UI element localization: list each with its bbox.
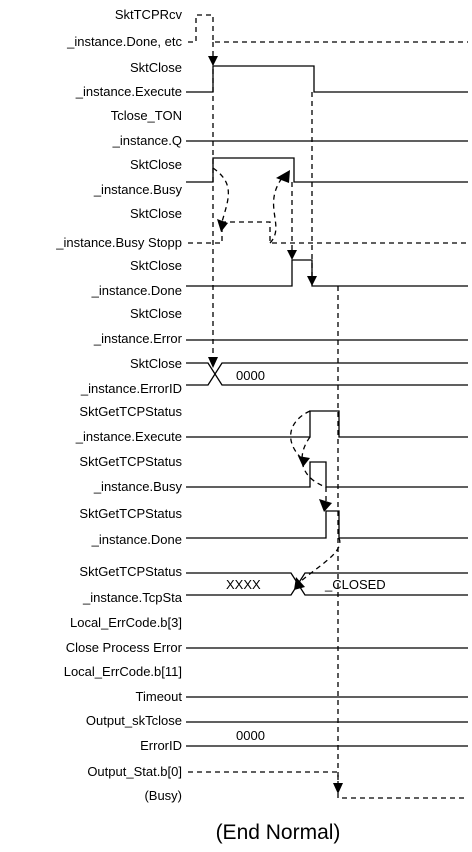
- arrow-head-errorid: [208, 357, 218, 368]
- wave-skttcprcv-done: [188, 14, 468, 43]
- arrow-busy-to-done: [301, 436, 327, 488]
- arrow-head-execute: [208, 56, 218, 66]
- arrow-head-done: [287, 250, 297, 260]
- label-sktget-busy-2: _instance.Busy: [93, 479, 183, 494]
- label-errcode-b11-1: Local_ErrCode.b[11]: [64, 664, 182, 679]
- label-sktget-done-2: _instance.Done: [91, 532, 182, 547]
- label-errcode-b3-1: Local_ErrCode.b[3]: [70, 615, 182, 630]
- causal-arrows: [208, 42, 343, 794]
- label-output-stat-2: (Busy): [144, 788, 182, 803]
- label-sktclose-error-2: _instance.Error: [93, 331, 183, 346]
- wave-sktclose-busystop: [188, 221, 468, 244]
- label-sktclose-errorid-2: _instance.ErrorID: [80, 381, 182, 396]
- label-output-sktclose-2: ErrorID: [140, 738, 182, 753]
- label-tclose-q-2: _instance.Q: [112, 133, 182, 148]
- label-sktget-tcpsta-2: _instance.TcpSta: [82, 590, 183, 605]
- label-skttcprcv-1: SktTCPRcv: [115, 7, 183, 22]
- wave-sktclose-done: [186, 259, 468, 287]
- wave-sktget-busy: [186, 461, 468, 488]
- signal-labels: SktTCPRcv _instance.Done, etc SktClose _…: [55, 7, 183, 803]
- label-sktclose-execute-2: _instance.Execute: [75, 84, 182, 99]
- label-output-stat-1: Output_Stat.b[0]: [87, 764, 182, 779]
- wave-sktclose-errorid-upper: [186, 362, 468, 386]
- label-errcode-b3-2: Close Process Error: [66, 640, 183, 655]
- label-sktclose-busy-1: SktClose: [130, 157, 182, 172]
- wave-sktclose-execute: [186, 65, 468, 93]
- wave-sktclose-errorid-lower: [186, 362, 468, 386]
- arrow-exec-to-busy: [290, 410, 311, 461]
- label-sktclose-done-1: SktClose: [130, 258, 182, 273]
- arrow-line-stopp-up: [269, 177, 283, 244]
- arrow-head-sktget-done: [319, 499, 332, 512]
- arrow-head-sktget-busy: [298, 456, 310, 467]
- label-sktclose-error-1: SktClose: [130, 306, 182, 321]
- label-sktclose-busystop-1: SktClose: [130, 206, 182, 221]
- label-sktclose-execute-1: SktClose: [130, 60, 182, 75]
- bus-values: 0000 XXXX _CLOSED 0000: [226, 368, 386, 743]
- label-sktclose-errorid-1: SktClose: [130, 356, 182, 371]
- arrow-head-busy-fall: [276, 170, 290, 183]
- label-skttcprcv-2: _instance.Done, etc: [66, 34, 182, 49]
- label-output-sktclose-1: Output_skTclose: [86, 713, 182, 728]
- label-sktclose-busy-2: _instance.Busy: [93, 182, 183, 197]
- wave-sktget-done: [186, 510, 468, 539]
- label-sktget-done-1: SktGetTCPStatus: [79, 506, 182, 521]
- arrow-busy-to-stopp: [212, 167, 229, 223]
- errorid-value: 0000: [236, 368, 265, 383]
- arrow-head-execute-fall: [307, 276, 317, 286]
- wave-output-stat: [188, 771, 468, 799]
- arrow-head-output-stat: [333, 783, 343, 794]
- label-errcode-b11-2: Timeout: [136, 689, 183, 704]
- label-sktclose-busystop-2: _instance.Busy Stopp: [55, 235, 182, 250]
- tcpsta-before-value: XXXX: [226, 577, 261, 592]
- arrow-head-busystop: [217, 219, 228, 232]
- arrow-done-to-tcpsta: [299, 537, 341, 583]
- label-sktget-execute-2: _instance.Execute: [75, 429, 182, 444]
- waveforms: [186, 14, 468, 799]
- arrow-head-tcpsta: [294, 577, 305, 590]
- label-sktget-execute-1: SktGetTCPStatus: [79, 404, 182, 419]
- output-errorid-value: 0000: [236, 728, 265, 743]
- diagram-caption: (End Normal): [216, 821, 341, 844]
- label-tclose-q-1: Tclose_TON: [111, 108, 182, 123]
- label-sktget-tcpsta-1: SktGetTCPStatus: [79, 564, 182, 579]
- label-sktget-busy-1: SktGetTCPStatus: [79, 454, 182, 469]
- tcpsta-after-value: _CLOSED: [324, 577, 386, 592]
- label-sktclose-done-2: _instance.Done: [91, 283, 182, 298]
- wave-sktget-execute: [186, 410, 468, 438]
- wave-sktclose-busy: [186, 157, 468, 183]
